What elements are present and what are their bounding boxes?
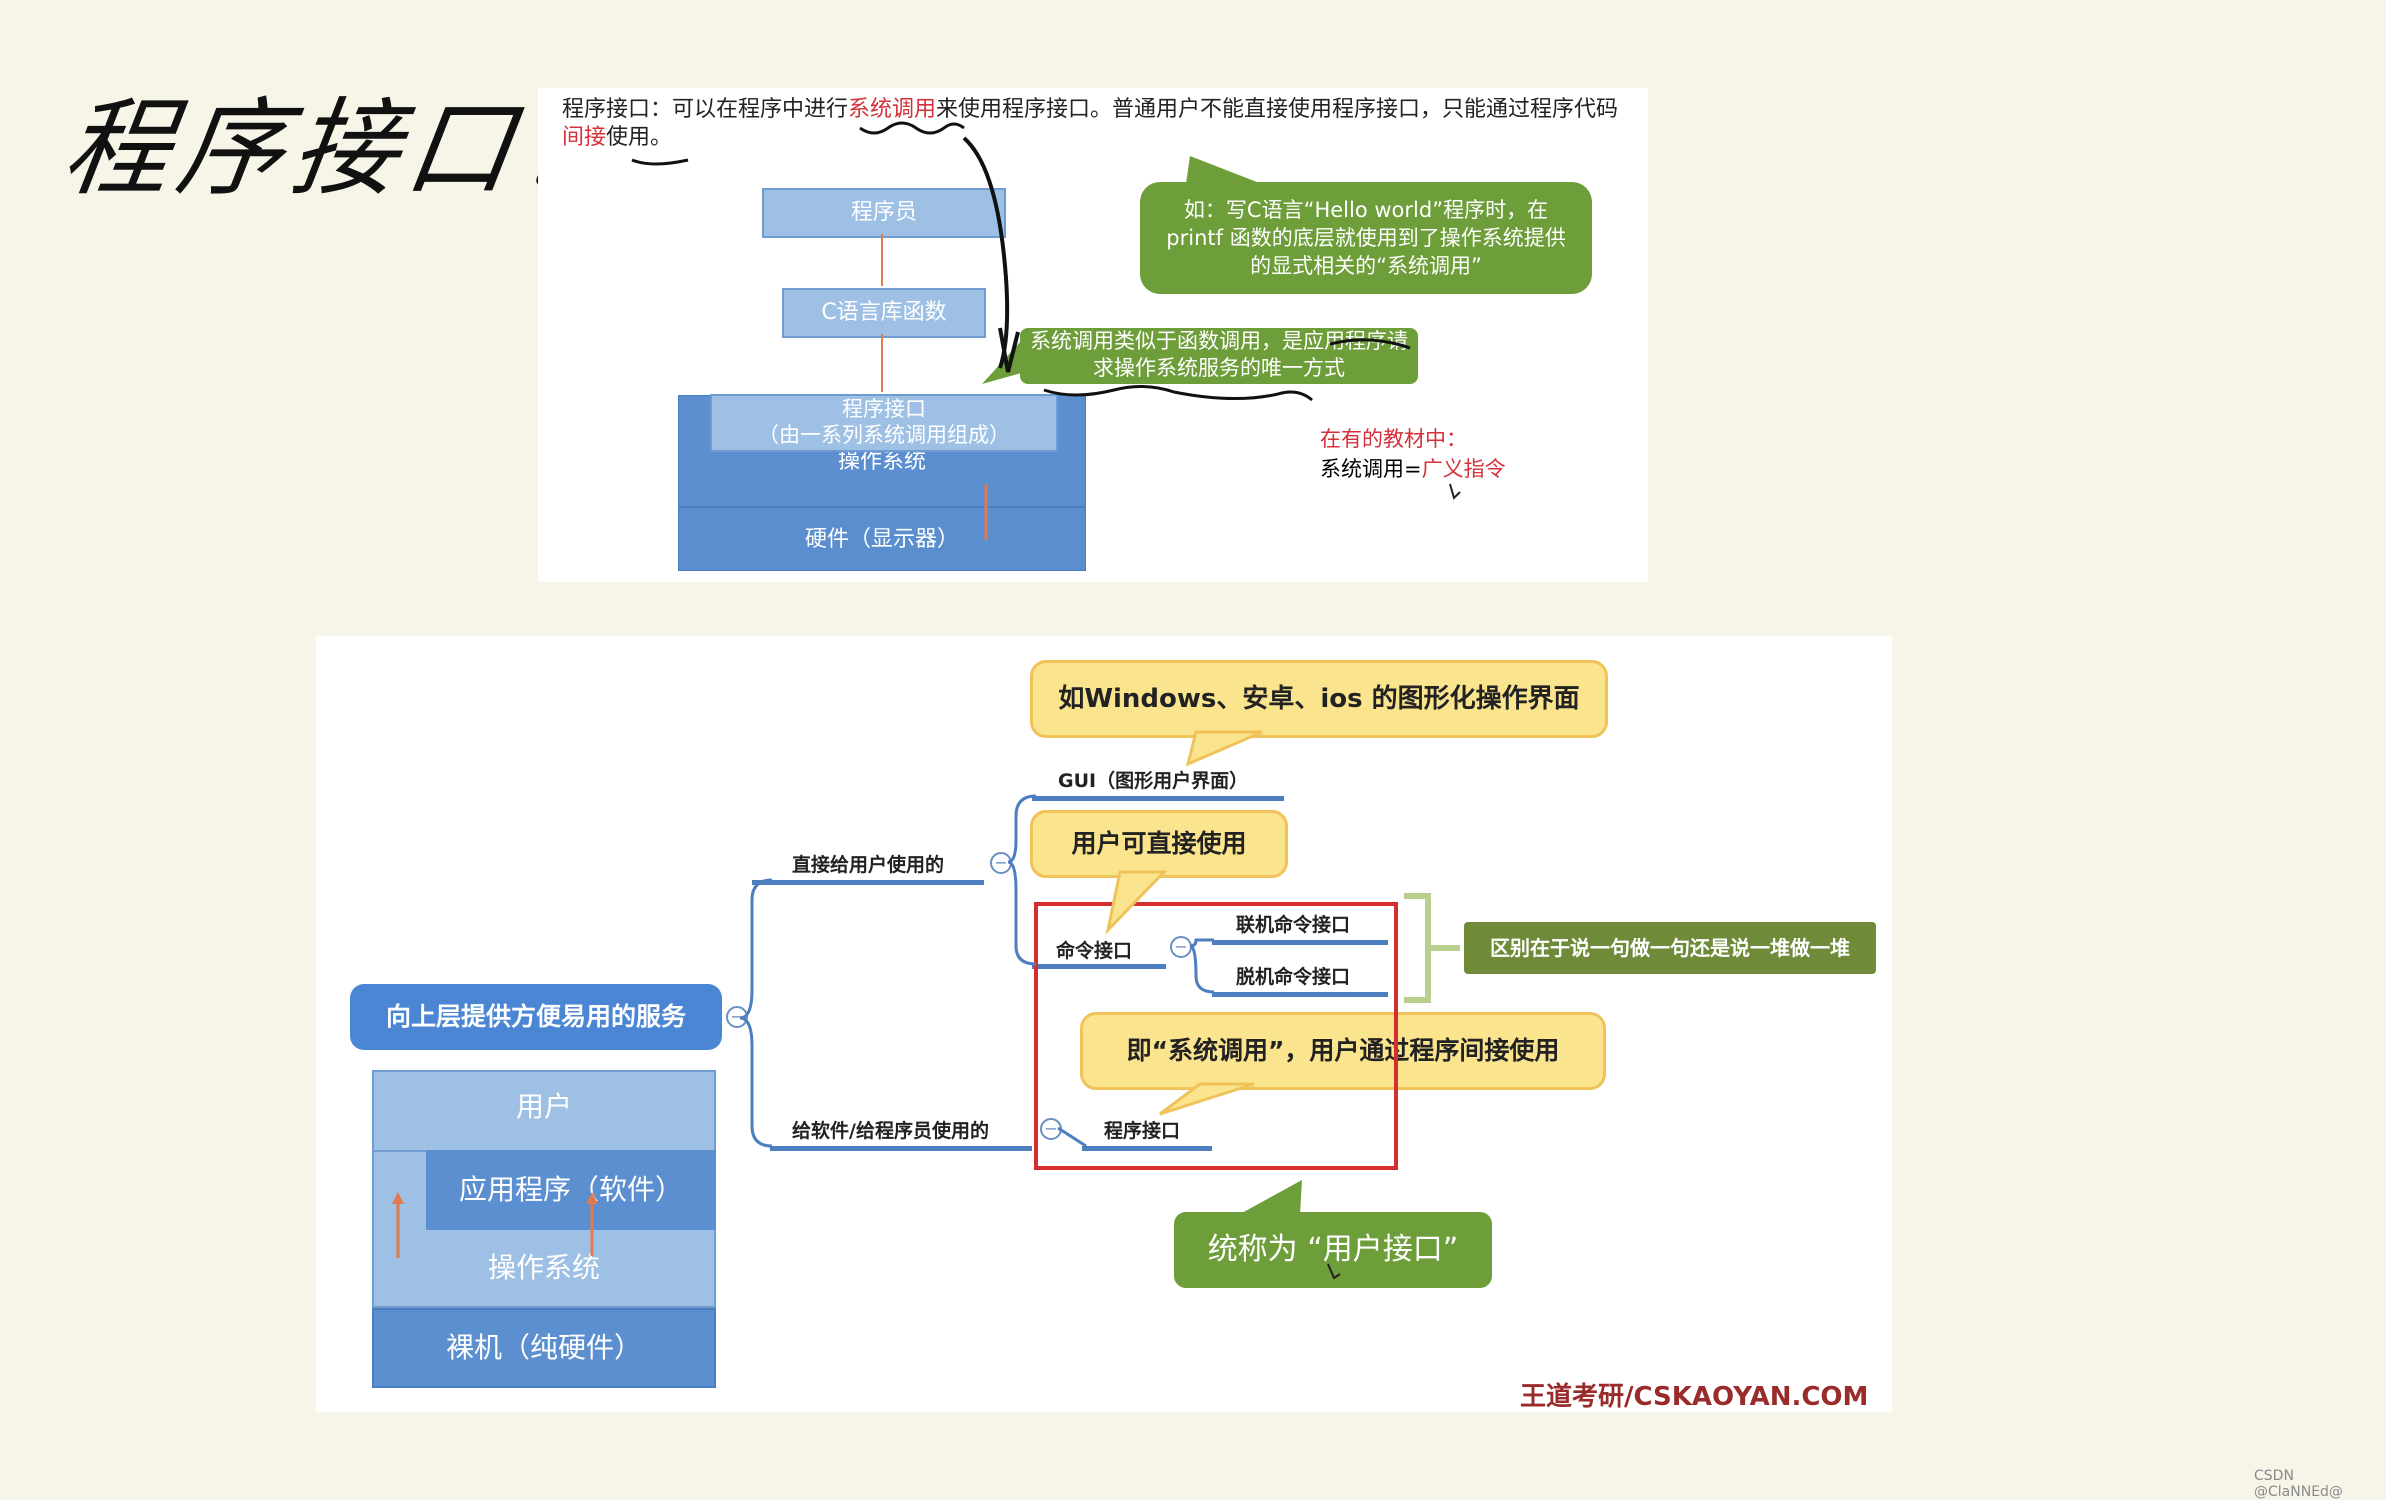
layer-user-label: 用户 (515, 1090, 572, 1123)
hello-world-bubble: 如：写C语言“Hello world”程序时，在printf 函数的底层就使用到… (1140, 182, 1592, 294)
curve-root-direct (739, 878, 773, 1020)
root-node[interactable]: 向上层提供方便易用的服务 (350, 984, 722, 1050)
program-interface-description: 程序接口：可以在程序中进行系统调用来使用程序接口。普通用户不能直接使用程序接口，… (562, 96, 1632, 152)
handwritten-underline-indirect (631, 158, 689, 166)
textbook-note-title: 在有的教材中： (1320, 427, 1467, 451)
textbook-note: 在有的教材中： 系统调用=广义指令 (1320, 424, 1506, 484)
layer-bare-label: 裸机（纯硬件） (445, 1331, 642, 1364)
program-interface-box: 程序接口 （由一系列系统调用组成） (710, 394, 1058, 452)
handwritten-squiggle-syscall (859, 121, 965, 135)
gui-label: GUI（图形用户界面） (1058, 770, 1249, 792)
desc-part-indirect: 间接 (562, 125, 607, 150)
c-lib-box: C语言库函数 (782, 288, 986, 338)
layer-app: 应用程序（软件） (426, 1150, 716, 1230)
desc-part-3: 来使用程序接口。普通用户不能直接使用程序接口，只能通过程序代码 (936, 97, 1619, 122)
desc-part-1: 程序接口：可以在程序中进行 (562, 97, 849, 122)
curve-direct-cmd (1007, 860, 1037, 966)
syscall-indirect-bubble: 即“系统调用”，用户通过程序间接使用 (1080, 1012, 1606, 1090)
handwritten-arrow-curve (962, 136, 1010, 369)
handwritten-underline-bubble (1043, 385, 1313, 402)
program-interface-label: 程序接口 (842, 397, 926, 421)
prog-label: 程序接口 (1104, 1120, 1181, 1142)
user-interface-bubble-tail (1240, 1180, 1302, 1214)
textbook-note-red: 广义指令 (1421, 457, 1506, 481)
branch-program-label: 给软件/给程序员使用的 (792, 1120, 989, 1142)
cmd-bracket (1404, 893, 1460, 1003)
hello-bubble-tail (1186, 156, 1262, 184)
collapse-root-icon[interactable]: − (726, 1006, 748, 1028)
layer-user: 用户 (372, 1070, 716, 1152)
collapse-program-icon[interactable]: − (1040, 1118, 1062, 1140)
layer-app-label: 应用程序（软件） (458, 1173, 683, 1206)
os-label: 操作系统 (837, 449, 926, 474)
gui-example-bubble: 如Windows、安卓、ios 的图形化操作界面 (1030, 660, 1608, 738)
prog-underline (1082, 1146, 1212, 1151)
textbook-note-prefix: 系统调用= (1320, 457, 1422, 481)
direct-bubble-tail (1105, 870, 1168, 935)
mouse-cursor-top-icon (1449, 483, 1461, 500)
program-interface-sub: （由一系列系统调用组成） (758, 423, 1010, 447)
curve-root-program (739, 1016, 773, 1148)
desc-part-syscall: 系统调用 (848, 97, 937, 122)
prog-bubble-tail (1159, 1082, 1255, 1116)
curve-program-prog (1057, 1126, 1087, 1148)
mouse-cursor-bottom-icon (1327, 1263, 1341, 1280)
arrow-user-bare-head (392, 1192, 404, 1204)
branch-direct-label: 直接给用户使用的 (792, 854, 945, 876)
online-cmd-label: 联机命令接口 (1236, 914, 1351, 936)
offline-cmd-underline (1212, 992, 1388, 997)
desc-part-5: 使用。 (606, 125, 673, 150)
curve-direct-gui (1007, 794, 1037, 864)
branch-direct-underline (752, 880, 984, 885)
layer-os-label: 操作系统 (487, 1251, 600, 1284)
gui-underline (1032, 796, 1284, 801)
curve-cmd-online (1189, 938, 1214, 948)
layer-bare: 裸机（纯硬件） (372, 1308, 716, 1388)
root-node-label: 向上层提供方便易用的服务 (385, 1002, 686, 1031)
curve-cmd-offline (1189, 944, 1215, 994)
programmer-box: 程序员 (762, 188, 1006, 238)
gui-bubble-tail (1185, 730, 1263, 767)
program-interface-highlight (1034, 902, 1398, 1170)
handwritten-arrowhead (998, 327, 1020, 373)
difference-note: 区别在于说一句做一句还是说一堆做一堆 (1464, 922, 1876, 974)
arrow-app-os-head (586, 1192, 598, 1204)
cmd-underline (1032, 964, 1166, 969)
online-cmd-underline (1212, 940, 1388, 945)
handwritten-underline-app (1329, 338, 1411, 350)
offline-cmd-label: 脱机命令接口 (1236, 966, 1351, 988)
branch-program-underline (770, 1146, 1032, 1151)
hardware-label: 硬件（显示器） (804, 527, 959, 552)
cmd-label: 命令接口 (1056, 940, 1133, 962)
watermark: 王道考研/CSKAOYAN.COM (1520, 1382, 1869, 1412)
hardware-block: 硬件（显示器） (678, 507, 1086, 571)
syscall-bubble: 系统调用类似于函数调用，是应用程序请求操作系统服务的唯一方式 (1020, 328, 1418, 384)
